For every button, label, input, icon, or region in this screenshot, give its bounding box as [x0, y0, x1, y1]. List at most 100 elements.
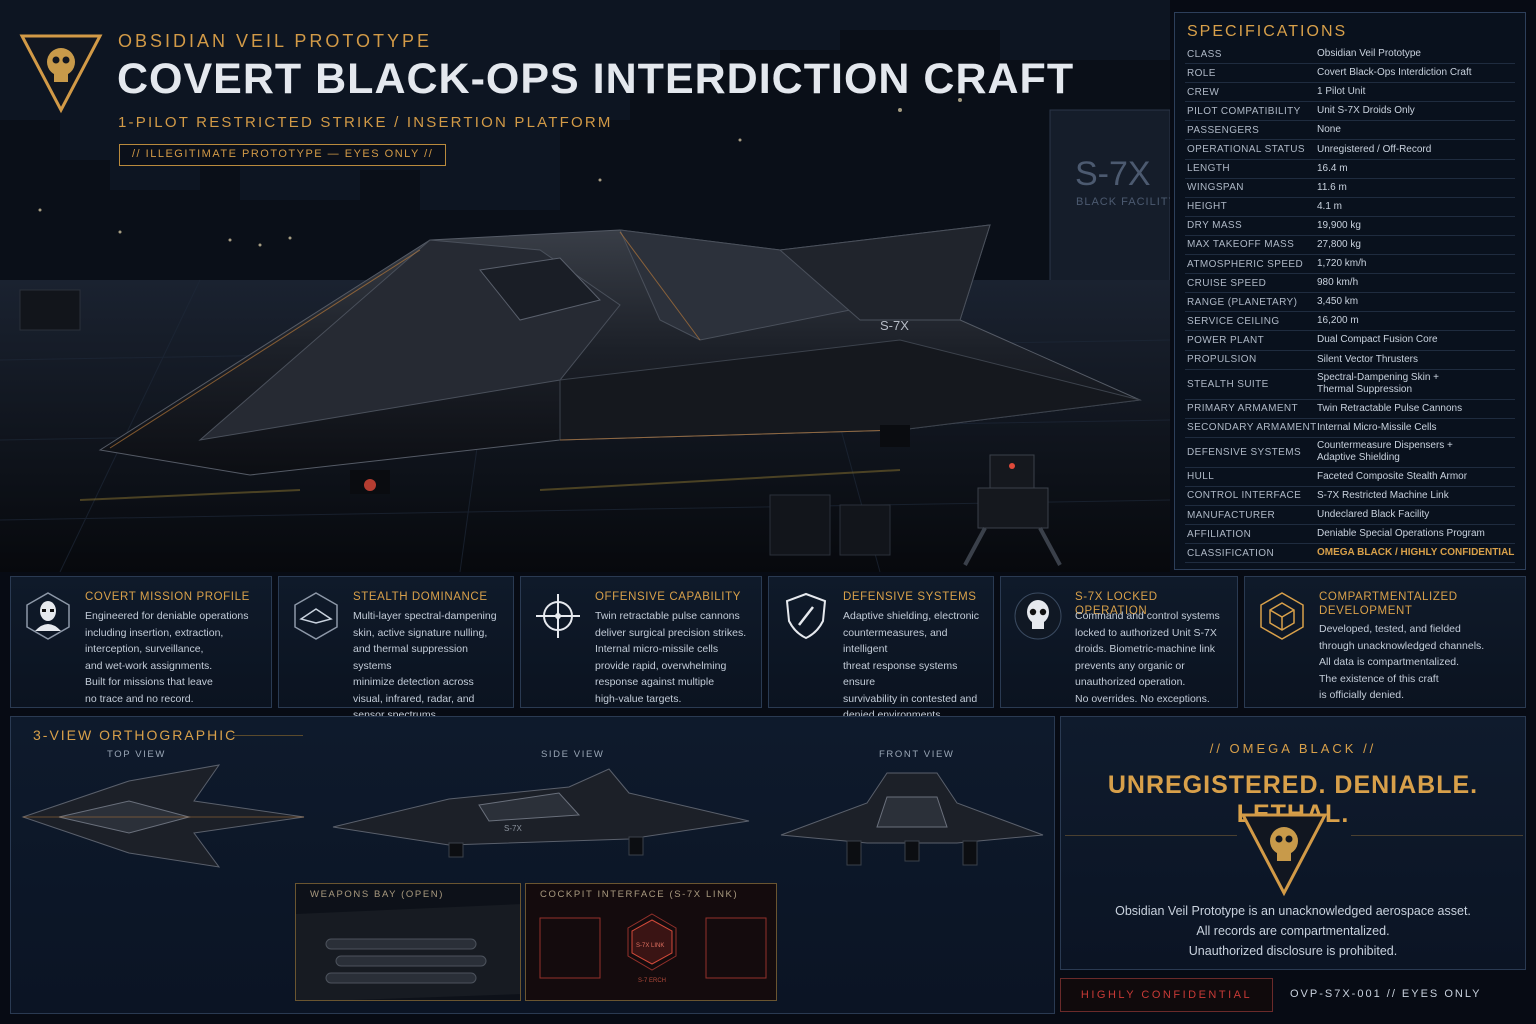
spec-key: CLASSIFICATION	[1187, 547, 1275, 559]
spec-key: MAX TAKEOFF MASS	[1187, 239, 1295, 251]
crosshair-icon	[536, 594, 580, 638]
spec-row: PILOT COMPATIBILITY Unit S-7X Droids Only	[1185, 102, 1515, 122]
cockpit-interface-drawing: S-7X LINK S-7 ERCH	[526, 884, 776, 1000]
omega-black-panel: // OMEGA BLACK // UNREGISTERED. DENIABLE…	[1060, 716, 1526, 970]
spec-key: HULL	[1187, 471, 1215, 483]
card-body: Engineered for deniable operations inclu…	[85, 610, 249, 705]
hangar-scene: S-7X BLACK FACILITY S-7X	[0, 0, 1170, 572]
stealth-hex-icon	[294, 592, 338, 640]
spec-row: ATMOSPHERIC SPEED 1,720 km/h	[1185, 255, 1515, 275]
spec-row: DRY MASS 19,900 kg	[1185, 217, 1515, 236]
spec-row: ROLE Covert Black-Ops Interdiction Craft	[1185, 64, 1515, 84]
spec-value: 16,200 m	[1317, 315, 1359, 327]
spec-value: 1,720 km/h	[1317, 258, 1367, 270]
spec-key: PASSENGERS	[1187, 124, 1260, 136]
cockpit-sub-text: S-7 ERCH	[638, 978, 666, 984]
spec-value: Obsidian Veil Prototype	[1317, 48, 1421, 60]
card-body: Developed, tested, and fielded through u…	[1319, 623, 1485, 701]
spec-value: None	[1317, 124, 1341, 136]
card-title: COMPARTMENTALIZED DEVELOPMENT	[1319, 591, 1458, 617]
spec-row: CREW 1 Pilot Unit	[1185, 83, 1515, 103]
card-body: Twin retractable pulse cannons deliver s…	[595, 610, 747, 705]
spec-value: OMEGA BLACK / HIGHLY CONFIDENTIAL	[1317, 547, 1515, 559]
omega-rule-right	[1351, 835, 1523, 836]
front-view-drawing	[780, 772, 1044, 866]
facility-name: BLACK FACILITY	[1076, 196, 1170, 208]
spec-value: 1 Pilot Unit	[1317, 86, 1366, 98]
orthographic-panel: 3-VIEW ORTHOGRAPHIC TOP VIEW SIDE VIEW S…	[10, 716, 1055, 1014]
spec-key: POWER PLANT	[1187, 334, 1265, 346]
spec-value: 4.1 m	[1317, 200, 1343, 212]
card-body: Multi-layer spectral-dampening skin, act…	[353, 610, 497, 721]
cockpit-interface-inset: COCKPIT INTERFACE (S-7X LINK) S-7X LINK …	[525, 883, 777, 1001]
omega-banner: // OMEGA BLACK //	[1209, 741, 1377, 756]
card-offensive-capability: OFFENSIVE CAPABILITY Twin retractable pu…	[520, 576, 762, 708]
spec-key: STEALTH SUITE	[1187, 378, 1269, 390]
spec-key: PILOT COMPATIBILITY	[1187, 105, 1301, 117]
spec-key: ROLE	[1187, 67, 1216, 79]
spec-value: Silent Vector Thrusters	[1317, 353, 1418, 365]
spec-value: 16.4 m	[1317, 162, 1348, 174]
spec-key: LENGTH	[1187, 163, 1230, 175]
spec-row: CRUISE SPEED 980 km/h	[1185, 274, 1515, 294]
cockpit-screen-text: S-7X LINK	[636, 943, 664, 949]
spec-value: Deniable Special Operations Program	[1317, 528, 1485, 540]
ship-hero: S-7X	[98, 224, 1142, 494]
side-marking: S-7X	[504, 824, 522, 833]
spec-key: AFFILIATION	[1187, 528, 1252, 540]
spec-value: Unregistered / Off-Record	[1317, 143, 1432, 155]
spec-row: CLASSIFICATION OMEGA BLACK / HIGHLY CONFI…	[1185, 544, 1515, 564]
spec-key: HEIGHT	[1187, 201, 1228, 213]
spec-key: CONTROL INTERFACE	[1187, 490, 1302, 502]
document-id: OVP-S7X-001 // EYES ONLY	[1290, 988, 1482, 1000]
spec-value: Dual Compact Fusion Core	[1317, 334, 1438, 346]
shield-icon	[785, 592, 827, 640]
card-covert-mission: COVERT MISSION PROFILE Engineered for de…	[10, 576, 272, 708]
spec-key: DRY MASS	[1187, 220, 1243, 232]
spec-value: Covert Black-Ops Interdiction Craft	[1317, 67, 1472, 79]
page-supertitle: OBSIDIAN VEIL PROTOTYPE	[118, 31, 433, 51]
cockpit-interface-label: COCKPIT INTERFACE (S-7X LINK)	[540, 889, 739, 900]
spec-key: ATMOSPHERIC SPEED	[1187, 258, 1304, 270]
spec-value: Unit S-7X Droids Only	[1317, 105, 1415, 117]
orthographic-title: 3-VIEW ORTHOGRAPHIC	[33, 727, 238, 743]
spec-row: HEIGHT 4.1 m	[1185, 198, 1515, 217]
weapons-bay-drawing	[296, 884, 520, 1000]
spec-key: CREW	[1187, 86, 1220, 98]
spec-key: CRUISE SPEED	[1187, 277, 1267, 289]
spec-key: MANUFACTURER	[1187, 509, 1276, 521]
spec-key: SECONDARY ARMAMENT	[1187, 422, 1317, 434]
spec-row: LENGTH 16.4 m	[1185, 160, 1515, 179]
front-view-label: FRONT VIEW	[879, 749, 955, 760]
omega-statement: Obsidian Veil Prototype is an unacknowle…	[1115, 904, 1471, 958]
spec-value: S-7X Restricted Machine Link	[1317, 489, 1449, 501]
omega-rule-left	[1065, 835, 1237, 836]
spec-value: Twin Retractable Pulse Cannons	[1317, 402, 1463, 414]
skull-icon	[1014, 592, 1062, 640]
spec-row: AFFILIATION Deniable Special Operations P…	[1185, 525, 1515, 545]
spec-value: Internal Micro-Missile Cells	[1317, 421, 1437, 433]
card-title: DEFENSIVE SYSTEMS	[843, 591, 977, 603]
specifications-title: SPECIFICATIONS	[1187, 23, 1348, 40]
hero-image: S-7X BLACK FACILITY S-7X	[0, 0, 1170, 572]
spec-value: 19,900 kg	[1317, 219, 1361, 231]
omega-emblem-icon	[1240, 813, 1328, 897]
page-title: COVERT BLACK-OPS INTERDICTION CRAFT	[117, 55, 1075, 103]
card-stealth-dominance: STEALTH DOMINANCE Multi-layer spectral-d…	[278, 576, 514, 721]
spec-value: 980 km/h	[1317, 277, 1359, 289]
weapons-bay-label: WEAPONS BAY (OPEN)	[310, 889, 445, 900]
spec-key: WINGSPAN	[1187, 182, 1244, 194]
weapons-bay-inset: WEAPONS BAY (OPEN)	[295, 883, 521, 1001]
highly-confidential-badge: HIGHLY CONFIDENTIAL	[1060, 978, 1273, 1012]
